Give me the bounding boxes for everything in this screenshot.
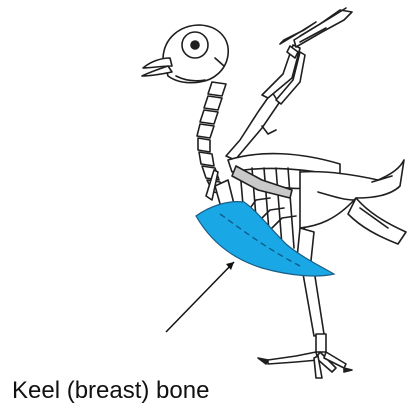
wing-bones — [226, 8, 352, 160]
bird-skeleton — [142, 8, 406, 378]
pointer-line — [166, 262, 234, 332]
skull — [142, 25, 228, 83]
pelvis-and-tail — [300, 160, 406, 244]
keel-bone-label: Keel (breast) bone — [12, 377, 209, 405]
